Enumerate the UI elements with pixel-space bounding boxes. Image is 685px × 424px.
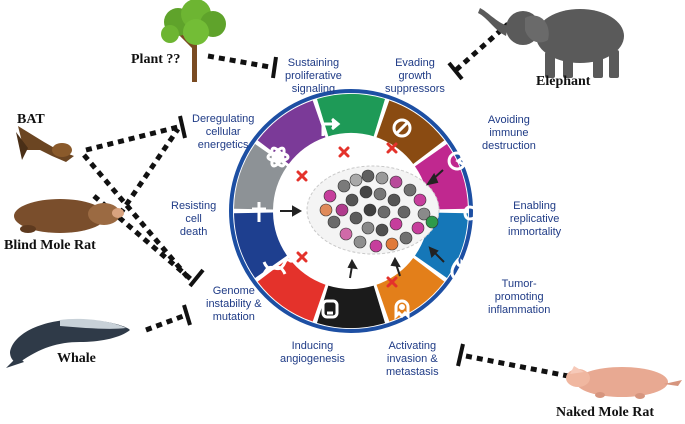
tumor-cell [335, 203, 349, 217]
tumor-cell [399, 231, 413, 245]
pacman-cell-icon [447, 151, 467, 171]
segment-tumor [376, 258, 445, 322]
dna-icon [262, 258, 294, 275]
mole-link-1 [117, 127, 181, 216]
tumor-cell [353, 235, 367, 249]
tumor-cell [361, 169, 375, 183]
tumor-cell [327, 215, 341, 229]
tumor-cell [319, 203, 333, 217]
nmr-link [465, 353, 569, 379]
cross-icon [252, 202, 266, 222]
whale-illustration [6, 318, 130, 368]
label-blind-mole-rat: Blind Mole Rat [4, 238, 96, 253]
bar [182, 304, 192, 326]
bar [178, 115, 187, 139]
label-genome-instability-mutation: Genome instability & mutation [206, 285, 262, 323]
inhibition-bars [178, 56, 465, 367]
icons [252, 117, 493, 320]
tumor-cell [403, 183, 417, 197]
label-inducing-angiogenesis: Inducing angiogenesis [280, 340, 345, 365]
label-sustaining-proliferative-signaling: Sustaining proliferative signaling [285, 57, 342, 95]
tumor-cell [417, 207, 431, 221]
growth-arrow-icon [321, 117, 341, 136]
tumor-cell [369, 239, 383, 253]
label-elephant: Elephant [536, 74, 591, 89]
tumor-cells [319, 169, 439, 253]
tumor-cell [349, 211, 363, 225]
tumor-cell [373, 187, 387, 201]
segment-genome [234, 212, 288, 278]
segment-sustaining [316, 94, 386, 137]
bat-link-2 [82, 153, 192, 282]
label-tumor-promoting-inflammation: Tumor- promoting inflammation [488, 278, 551, 316]
bar [447, 61, 464, 81]
label-bat: BAT [17, 112, 45, 127]
segment-activating [316, 285, 386, 329]
label-whale: Whale [57, 351, 96, 366]
tumor-cell [375, 171, 389, 185]
label-resisting-cell-death: Resisting cell death [171, 200, 217, 238]
label-activating-invasion-metastasis: Activating invasion & metastasis [386, 340, 439, 378]
infinity-icon [463, 205, 493, 221]
tree-illustration [161, 0, 226, 82]
tumor-cell-cluster [306, 165, 440, 255]
x-mark [386, 142, 398, 154]
tumor-cell [339, 227, 353, 241]
bar [456, 343, 465, 367]
tumor-cell [397, 205, 411, 219]
whale-link [145, 312, 187, 333]
label-deregulating-cellular-energetics: Deregulating cellular energetics [192, 113, 255, 151]
flame-icon [450, 257, 468, 281]
x-mark [296, 170, 308, 182]
tumor-cell [411, 221, 425, 235]
segment-inducing [257, 258, 326, 322]
prohibition-icon [392, 118, 412, 138]
inhibition-x-marks [296, 142, 398, 288]
tumor-cell [361, 221, 375, 235]
tumor-cell [363, 203, 377, 217]
label-naked-mole-rat: Naked Mole Rat [556, 405, 654, 420]
label-avoiding-immune-destruction: Avoiding immune destruction [482, 114, 536, 152]
tumor-cell [377, 205, 391, 219]
tumor-cell [413, 193, 427, 207]
label-enabling-replicative-immortality: Enabling replicative immortality [508, 200, 562, 238]
plant-link [207, 53, 271, 70]
blind-mole-rat-illustration [14, 199, 124, 233]
tumor-cell [425, 215, 439, 229]
bar [271, 56, 278, 79]
tumor-cell [359, 185, 373, 199]
bar [188, 268, 205, 288]
tumor-cell [323, 189, 337, 203]
tumor-cell [387, 193, 401, 207]
vessel-icon [321, 299, 339, 319]
label-evading-growth-suppressors: Evading growth suppressors [385, 57, 445, 95]
bat-illustration [16, 126, 74, 162]
elephant-illustration [478, 8, 624, 78]
tumor-cell [349, 173, 363, 187]
naked-mole-rat-illustration [566, 366, 682, 399]
tumor-cell [375, 223, 389, 237]
x-mark [338, 146, 350, 158]
tumor-cell [337, 179, 351, 193]
tumor-cell [345, 193, 359, 207]
tumor-cell [385, 237, 399, 251]
tumor-cell [389, 217, 403, 231]
x-mark [296, 251, 308, 263]
x-mark [386, 276, 398, 288]
tumor-cell [389, 175, 403, 189]
atom-icon [266, 146, 290, 168]
label-plant: Plant ?? [131, 52, 181, 67]
inner-arrows [280, 169, 445, 279]
ghost-cell-icon [394, 299, 410, 320]
bat-link-1 [85, 124, 179, 153]
